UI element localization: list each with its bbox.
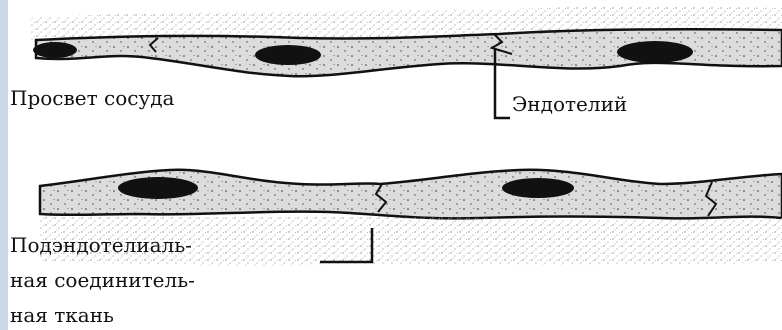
label-endothelium: Эндотелий [512, 92, 627, 116]
label-vessel-lumen: Просвет сосуда [10, 86, 174, 110]
top-nucleus [617, 41, 693, 63]
bottom-nucleus [118, 177, 198, 199]
top-nucleus [255, 45, 321, 65]
bottom-nucleus [502, 178, 574, 198]
label-subendothelial-line: ная соединитель- [10, 268, 195, 292]
label-subendothelial-line: ная ткань [10, 303, 114, 327]
top-nucleus [33, 42, 77, 58]
label-subendothelial-line: Подэндотелиаль- [10, 233, 192, 257]
